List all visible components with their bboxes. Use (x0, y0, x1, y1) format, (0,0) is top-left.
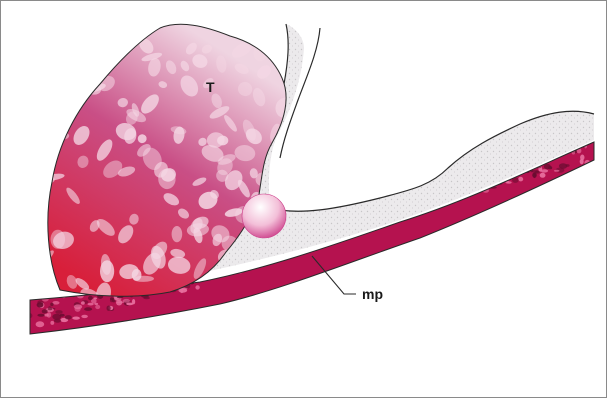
muscle-fiber (37, 302, 44, 307)
tumor-cell (79, 35, 95, 50)
muscle-fiber (110, 299, 114, 303)
muscle-fiber (311, 246, 317, 248)
muscle-fiber (254, 264, 260, 267)
muscle-fiber (47, 312, 52, 317)
tumor-cell (268, 165, 291, 188)
muscle-fiber (94, 297, 97, 299)
tumor-cell (68, 69, 81, 86)
muscle-fiber (554, 170, 560, 172)
tumor-cell (154, 16, 165, 25)
tumor-cell (51, 88, 67, 107)
muscle-fiber (81, 301, 85, 305)
muscle-fiber (532, 173, 537, 178)
tumor-cell (283, 169, 295, 179)
muscle-fiber (532, 170, 539, 173)
tumor-cell (65, 73, 85, 93)
muscle-fiber (42, 309, 48, 313)
muscle-fiber (94, 303, 98, 305)
tumor-mass (35, 14, 296, 312)
muscle-fiber (580, 155, 584, 161)
tumor-cell (55, 39, 77, 63)
tumor-cell (82, 16, 103, 38)
tumor-cell (256, 25, 278, 45)
muscle-fiber (50, 321, 54, 325)
muscle-fiber (375, 194, 384, 197)
muscle-fiber (414, 180, 422, 184)
muscle-fiber (37, 314, 44, 317)
muscle-fiber (219, 270, 225, 276)
muscle-fiber (84, 307, 92, 311)
muscle-fiber (247, 263, 254, 266)
muscle-fiber (228, 270, 234, 273)
muscle-fiber (212, 270, 221, 275)
label-mp: mp (362, 286, 383, 302)
muscle-fiber (48, 308, 53, 311)
tumor-cell (35, 20, 59, 43)
muscle-fiber (518, 177, 523, 182)
muscle-fiber (74, 304, 82, 309)
muscle-fiber (72, 317, 80, 320)
muscle-fiber (88, 303, 94, 306)
tumor-cell (74, 28, 92, 42)
tumor-cell (267, 174, 283, 190)
muscle-fiber (36, 321, 45, 327)
muscle-fiber (195, 285, 199, 289)
tumor-cell (37, 75, 56, 91)
tumor-cell (89, 23, 100, 36)
muscle-fiber (548, 166, 552, 169)
tumor-cell (84, 19, 104, 37)
muscle-fiber (107, 306, 111, 311)
muscle-fiber (81, 315, 88, 318)
muscle-fiber (244, 267, 251, 270)
muscle-fiber (221, 270, 226, 272)
muscle-fiber (402, 187, 408, 189)
muscle-fiber (123, 299, 130, 303)
muscle-fiber (180, 289, 183, 293)
muscle-fiber (88, 296, 93, 300)
tumor-cell (71, 46, 85, 61)
tumor-cell (57, 41, 72, 55)
muscle-fiber (95, 305, 100, 309)
muscle-fiber (50, 303, 53, 307)
sphere-body (242, 194, 286, 238)
muscle-fiber (143, 297, 150, 300)
tumor-cell (51, 85, 76, 104)
muscle-fiber (226, 268, 232, 270)
tumor-cell (49, 54, 60, 63)
tumor-cell (38, 275, 53, 290)
label-tumor: T (206, 79, 215, 95)
tumor-cell (269, 30, 281, 44)
muscle-fiber (54, 319, 61, 323)
muscle-fiber (126, 303, 133, 306)
tumor-cell (100, 260, 114, 282)
muscle-fiber (60, 314, 65, 317)
tumor-cell (273, 37, 284, 44)
tumor-cell (43, 85, 52, 96)
tumor-cell (51, 93, 64, 111)
muscle-fiber (65, 315, 72, 319)
muscle-fiber (55, 310, 62, 314)
tumor-cell (260, 27, 276, 44)
muscle-fiber (540, 173, 546, 178)
tumor-cell (172, 226, 183, 242)
